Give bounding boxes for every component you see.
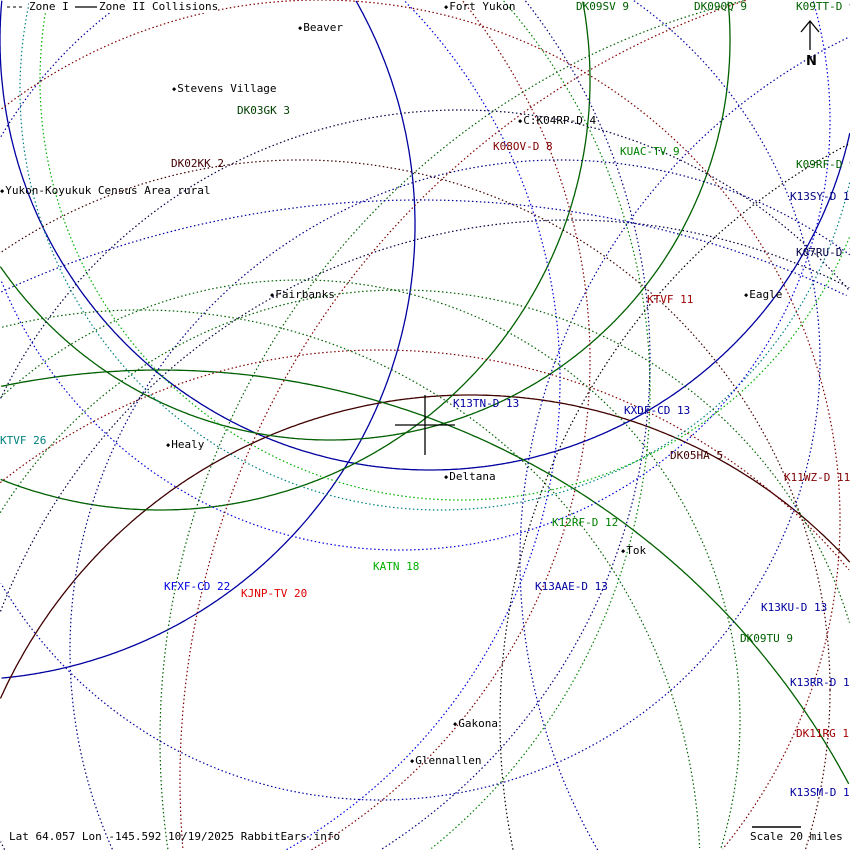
station-label[interactable]: DK09QQ 9: [694, 0, 747, 13]
station-label[interactable]: KTVF 11: [647, 293, 694, 306]
k13sm-contour: [1, 199, 847, 297]
kuac-contour: [430, 0, 651, 849]
kxdf-contour: [1, 0, 416, 679]
north-arrow-icon: [800, 19, 820, 50]
station-label[interactable]: DK09TU 9: [740, 632, 793, 645]
dk09qq-contour: [0, 1, 731, 441]
station-label[interactable]: K07RU-D 7: [796, 246, 850, 259]
k13sy-contour: [381, 0, 651, 850]
ktvf26-contour: [19, 0, 850, 511]
k13rr-contour: [0, 279, 741, 849]
k13aae-contour: [519, 37, 849, 850]
station-label[interactable]: KTVF 26: [0, 434, 47, 447]
dk03gk-contour: [0, 109, 850, 850]
station-label[interactable]: K11WZ-D 11: [784, 471, 850, 484]
city-deltana: Deltana: [444, 471, 495, 483]
city-beaver: Beaver: [298, 22, 343, 34]
station-label[interactable]: K09TT-D 9: [796, 0, 850, 13]
station-label[interactable]: K09RF-D 9: [796, 158, 850, 171]
status-readout: Lat 64.057 Lon -145.592 10/19/2025 Rabbi…: [9, 830, 341, 843]
station-label[interactable]: KATN 18: [373, 560, 420, 573]
city-healy: Healy: [166, 439, 204, 451]
station-label[interactable]: K08OV-D 8: [493, 140, 553, 153]
city-fort-yukon: Fort Yukon: [444, 1, 515, 13]
station-label[interactable]: KJNP-TV 20: [241, 587, 308, 600]
station-label[interactable]: KUAC-TV 9: [620, 145, 680, 158]
station-label[interactable]: DK05HA 5: [670, 449, 723, 462]
k09rf-contour: [0, 289, 850, 623]
city-eagle: Eagle: [744, 289, 782, 301]
kjnp-contour: [179, 0, 747, 848]
station-label[interactable]: K13KU-D 13: [761, 601, 828, 614]
station-label[interactable]: K13AAE-D 13: [535, 580, 608, 593]
kfxf-contour: [0, 1, 831, 551]
legend-zone2: Zone II Collisions: [99, 0, 219, 13]
k13sy2-contour: [69, 159, 850, 850]
kfxf2-contour: [285, 1, 561, 850]
city-yukon-koyukuk: Yukon-Koyukuk Census Area rural: [0, 185, 210, 197]
k13ku-contour: [0, 0, 821, 801]
dk09sv-contour: [0, 1, 591, 511]
k13tn-contour: [0, 0, 850, 471]
dk09tu-contour: [2, 309, 701, 849]
dk02kk-contour: [1, 159, 831, 850]
station-label[interactable]: K13RR-D 13: [790, 676, 850, 689]
legend-zone1: Zone I: [29, 0, 69, 13]
station-label[interactable]: KXDF-CD 13: [624, 404, 691, 417]
station-label[interactable]: DK03GK 3: [237, 104, 290, 117]
scale-label: Scale 20 miles: [750, 830, 843, 843]
station-label[interactable]: K13SM-D 13: [790, 786, 850, 799]
k08ov-contour: [311, 0, 591, 850]
station-label[interactable]: DK11RG 11: [796, 727, 850, 740]
ktvf11-contour: [0, 349, 850, 571]
station-label[interactable]: DK02KK 2: [171, 157, 224, 170]
compass-label: N: [806, 54, 817, 69]
station-label[interactable]: K12RF-D 12: [552, 516, 619, 529]
k07ru-contour: [0, 219, 850, 612]
station-label[interactable]: DK09SV 9: [576, 0, 629, 13]
city-stevens-village: Stevens Village: [172, 83, 276, 95]
station-label[interactable]: K13TN-D 13: [453, 397, 520, 410]
dk05ha-contour: [0, 394, 850, 699]
station-label[interactable]: KFXF-CD 22: [164, 580, 231, 593]
city-ck04rp: C:K04RP-D 4: [518, 115, 596, 127]
city-gakona: Gakona: [453, 718, 498, 730]
city-tok: Tok: [621, 545, 646, 557]
city-fairbanks: Fairbanks: [270, 289, 335, 301]
city-glennallen: Glennallen: [410, 755, 481, 767]
healy-green-contour: [1, 369, 850, 785]
station-label[interactable]: K13SY-D 13: [790, 190, 850, 203]
